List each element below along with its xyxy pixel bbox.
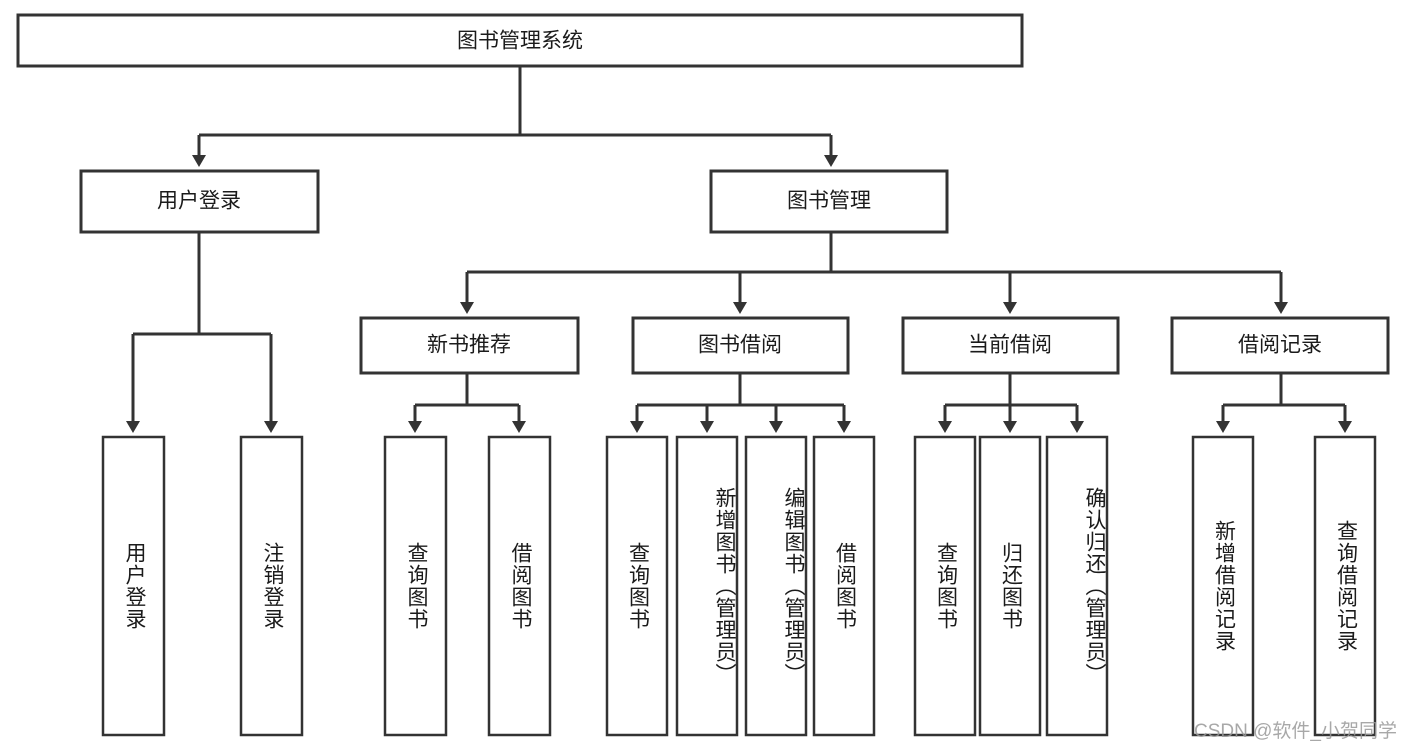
node-new-book-recommend-box[interactable] — [359, 316, 580, 375]
node-root-label: 图书管理系统 — [457, 30, 583, 53]
node-book-borrow-label: 图书借阅 — [698, 334, 782, 357]
leaf-query-book-3-box[interactable] — [913, 435, 977, 737]
node-book-management-box[interactable] — [709, 169, 949, 234]
leaf-borrow-book-1-box[interactable] — [487, 435, 552, 737]
node-user-login-box[interactable] — [79, 169, 320, 234]
node-current-borrow-label: 当前借阅 — [968, 334, 1052, 357]
leaf-return-book-box[interactable] — [978, 435, 1042, 737]
leaf-add-book-box[interactable] — [675, 435, 739, 737]
node-user-login-label: 用户登录 — [157, 190, 241, 213]
leaf-query-book-2-box[interactable] — [605, 435, 669, 737]
node-root-box[interactable] — [16, 13, 1024, 68]
leaf-query-book-1-box[interactable] — [383, 435, 448, 737]
node-new-book-recommend-label: 新书推荐 — [427, 334, 511, 357]
node-current-borrow-box[interactable] — [901, 316, 1120, 375]
leaf-borrow-book-2-box[interactable] — [812, 435, 876, 737]
leaf-query-record-box[interactable] — [1313, 435, 1377, 737]
csdn-watermark: CSDN @软件_小贺同学 — [1194, 721, 1397, 742]
leaf-user-login-box[interactable] — [101, 435, 166, 737]
leaf-confirm-return-box[interactable] — [1045, 435, 1109, 737]
node-book-management-label: 图书管理 — [787, 190, 871, 213]
node-borrow-record-label: 借阅记录 — [1238, 334, 1322, 357]
leaf-add-record-box[interactable] — [1191, 435, 1255, 737]
leaf-edit-book-box[interactable] — [744, 435, 808, 737]
leaf-logout-box[interactable] — [239, 435, 304, 737]
